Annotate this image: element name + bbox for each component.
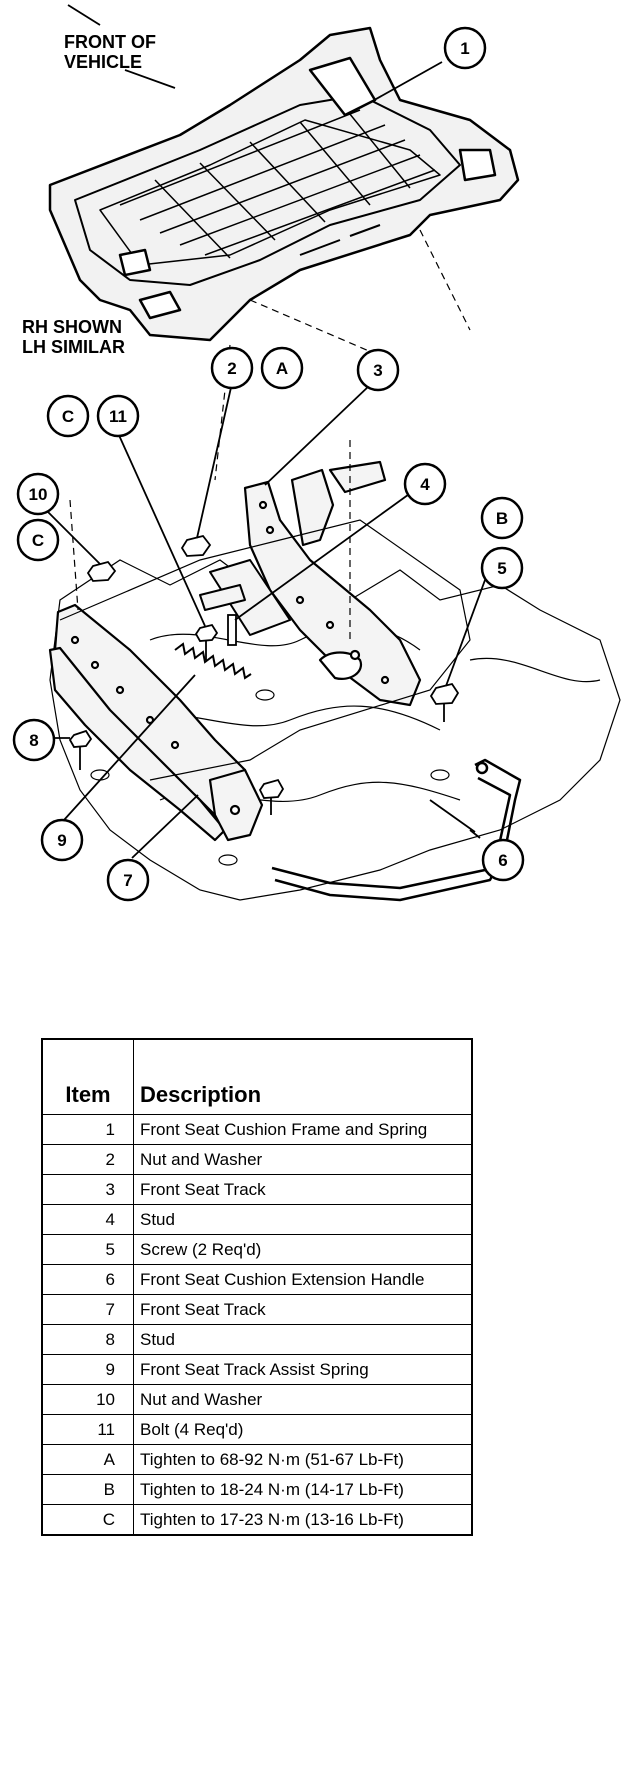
description-cell: Front Seat Cushion Frame and Spring [133, 1114, 473, 1145]
callout-c-lower-label: C [32, 531, 44, 550]
callout-2-label: 2 [227, 359, 236, 378]
callout-8-label: 8 [29, 731, 38, 750]
assembly-outline [59, 519, 471, 781]
callout-1-label: 1 [460, 39, 469, 58]
item-cell: 3 [41, 1174, 134, 1205]
callout-c-lower: C [16, 518, 60, 562]
callout-4: 4 [403, 462, 447, 506]
table-row: C Tighten to 17-23 N·m (13-16 Lb-Ft) [41, 1504, 473, 1536]
callout-10: 10 [16, 472, 60, 516]
item-cell: C [41, 1504, 134, 1536]
item-cell: 9 [41, 1354, 134, 1385]
callout-5: 5 [480, 546, 524, 590]
callout-c-upper-label: C [62, 407, 74, 426]
item-cell: 1 [41, 1114, 134, 1145]
callout-4-label: 4 [420, 475, 430, 494]
description-cell: Tighten to 17-23 N·m (13-16 Lb-Ft) [133, 1504, 473, 1536]
item-cell: 11 [41, 1414, 134, 1445]
callout-7-label: 7 [123, 871, 132, 890]
parts-table-header-row: Item Description [41, 1038, 473, 1115]
cushion-extension-handle [271, 758, 522, 902]
description-cell: Front Seat Track Assist Spring [133, 1354, 473, 1385]
callout-5-label: 5 [497, 559, 506, 578]
table-row: 9 Front Seat Track Assist Spring [41, 1354, 473, 1385]
seat-cushion-frame [48, 26, 520, 342]
seat-exploded-diagram: FRONT OF VEHICLE RH SHOWN LH SIMILAR 1 2… [12, 4, 621, 902]
callout-1: 1 [443, 26, 487, 70]
table-row: 4 Stud [41, 1204, 473, 1235]
description-cell: Tighten to 18-24 N·m (14-17 Lb-Ft) [133, 1474, 473, 1505]
table-row: 1 Front Seat Cushion Frame and Spring [41, 1114, 473, 1145]
callout-c-upper: C [46, 394, 90, 438]
item-cell: B [41, 1474, 134, 1505]
callout-11: 11 [96, 394, 140, 438]
table-row: 2 Nut and Washer [41, 1144, 473, 1175]
item-cell: 5 [41, 1234, 134, 1265]
callout-a-label: A [276, 359, 288, 378]
table-row: A Tighten to 68-92 N·m (51-67 Lb-Ft) [41, 1444, 473, 1475]
item-cell: 2 [41, 1144, 134, 1175]
description-cell: Front Seat Track [133, 1294, 473, 1325]
description-cell: Tighten to 68-92 N·m (51-67 Lb-Ft) [133, 1444, 473, 1475]
callout-3-label: 3 [373, 361, 382, 380]
item-cell: 6 [41, 1264, 134, 1295]
callout-b-label: B [496, 509, 508, 528]
front-of-vehicle-label-line2: VEHICLE [64, 52, 142, 72]
parts-table: Item Description 1 Front Seat Cushion Fr… [41, 1038, 473, 1536]
front-of-vehicle-label-line1: FRONT OF [64, 32, 156, 52]
header-item: Item [41, 1038, 134, 1115]
callout-9-label: 9 [57, 831, 66, 850]
description-cell: Stud [133, 1324, 473, 1355]
table-row: 7 Front Seat Track [41, 1294, 473, 1325]
reference-lines [69, 229, 471, 640]
callout-8: 8 [12, 718, 56, 762]
rh-shown-label-line1: RH SHOWN [22, 317, 122, 337]
front-seat-track-left [48, 603, 264, 842]
callout-6: 6 [481, 838, 525, 882]
track-assist-spring [174, 642, 252, 680]
callout-b: B [480, 496, 524, 540]
header-description: Description [133, 1038, 473, 1115]
description-cell: Bolt (4 Req'd) [133, 1414, 473, 1445]
item-cell: 8 [41, 1324, 134, 1355]
callout-6-label: 6 [498, 851, 507, 870]
callout-3: 3 [356, 348, 400, 392]
table-row: 6 Front Seat Cushion Extension Handle [41, 1264, 473, 1295]
callout-2: 2 [210, 346, 254, 390]
callout-10-label: 10 [29, 485, 48, 504]
table-row: 10 Nut and Washer [41, 1384, 473, 1415]
seat-track-cross-member [199, 559, 291, 636]
callout-7: 7 [106, 858, 150, 902]
table-row: 8 Stud [41, 1324, 473, 1355]
callout-11-label: 11 [109, 407, 127, 426]
description-cell: Screw (2 Req'd) [133, 1234, 473, 1265]
table-row: B Tighten to 18-24 N·m (14-17 Lb-Ft) [41, 1474, 473, 1505]
description-cell: Nut and Washer [133, 1384, 473, 1415]
callout-9: 9 [40, 818, 84, 862]
description-cell: Front Seat Track [133, 1174, 473, 1205]
item-cell: A [41, 1444, 134, 1475]
item-cell: 10 [41, 1384, 134, 1415]
description-cell: Stud [133, 1204, 473, 1235]
fasteners [68, 534, 460, 815]
item-cell: 7 [41, 1294, 134, 1325]
description-cell: Front Seat Cushion Extension Handle [133, 1264, 473, 1295]
item-cell: 4 [41, 1204, 134, 1235]
description-cell: Nut and Washer [133, 1144, 473, 1175]
table-row: 11 Bolt (4 Req'd) [41, 1414, 473, 1445]
front-seat-track-right [243, 460, 422, 707]
table-row: 5 Screw (2 Req'd) [41, 1234, 473, 1265]
leader-lines [45, 4, 486, 859]
table-row: 3 Front Seat Track [41, 1174, 473, 1205]
callout-a: A [260, 346, 304, 390]
rh-shown-label-line2: LH SIMILAR [22, 337, 125, 357]
